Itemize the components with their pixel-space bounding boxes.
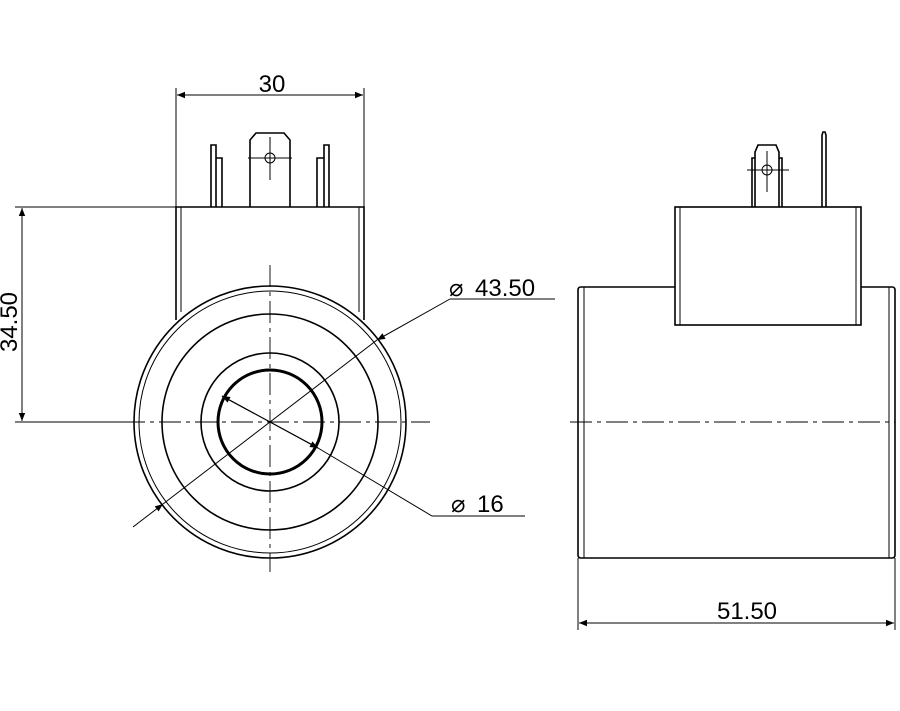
diameter-symbol: ⌀	[449, 275, 463, 302]
diameter-symbol: ⌀	[451, 491, 465, 518]
side-pin	[821, 131, 827, 207]
connector-housing	[175, 206, 365, 320]
front-view: 30 34.50 ⌀ 43.50 ⌀ 16	[0, 71, 555, 572]
dimension-height: 34.50	[0, 206, 176, 423]
coil-body	[577, 286, 896, 559]
outer-diameter-label: 43.50	[475, 275, 535, 302]
side-view: 51.50	[570, 131, 896, 630]
dimension-bore-diameter: ⌀ 16	[221, 395, 525, 518]
left-terminal	[210, 144, 223, 207]
side-connector-housing	[674, 206, 862, 326]
dimension-length: 51.50	[577, 558, 896, 630]
bore-diameter-label: 16	[477, 491, 504, 518]
dimension-length-label: 51.50	[717, 598, 777, 625]
dimension-width-label: 30	[259, 71, 286, 98]
center-terminal	[248, 132, 292, 207]
dimension-height-label: 34.50	[0, 292, 23, 352]
side-terminal	[747, 144, 789, 207]
dimension-width: 30	[175, 71, 365, 207]
right-terminal	[316, 144, 330, 207]
